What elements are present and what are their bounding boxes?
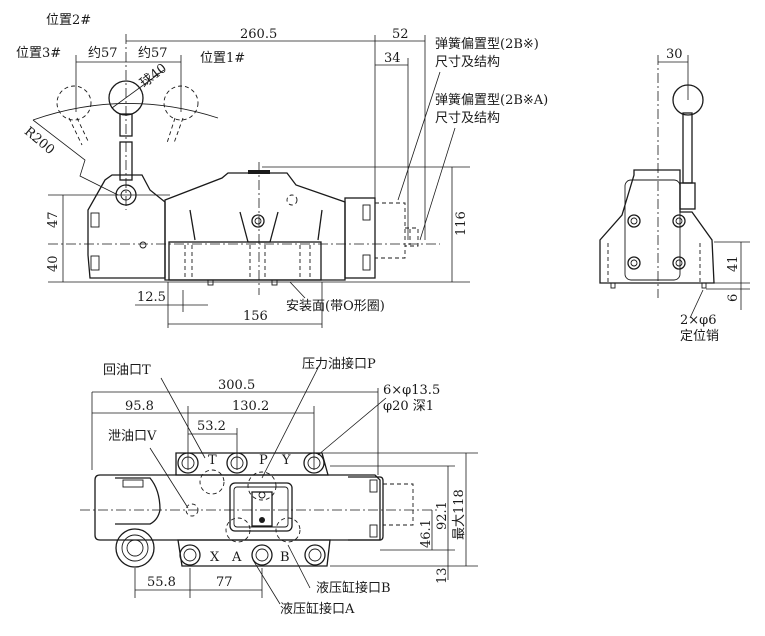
mounting-block <box>168 241 322 281</box>
label-drain-port: 泄油口V <box>108 429 157 444</box>
dim-mount-width: 156 <box>243 309 268 324</box>
port-letter-y: Y <box>282 453 291 468</box>
label-position-1: 位置1# <box>200 51 246 66</box>
side-lever-shaft <box>682 112 693 184</box>
dim-lever-left: 约57 <box>88 46 118 61</box>
port-letter-a: A <box>232 550 242 565</box>
port-hole-bottom-left <box>179 544 201 566</box>
label-position-3: 位置3# <box>16 46 62 61</box>
port-letter-b: B <box>280 550 290 565</box>
side-lever-ball <box>672 84 704 116</box>
side-body <box>599 169 715 284</box>
port-letter-t: T <box>208 453 217 468</box>
top-view <box>80 367 478 605</box>
center-window <box>229 482 293 532</box>
port-hole-bottom-right <box>304 544 326 566</box>
port-letter-p: P <box>259 453 268 468</box>
dim-lever-right: 约57 <box>138 46 168 61</box>
label-cylinder-port-b: 液压缸接口B <box>316 581 391 596</box>
label-spring-offset-2ba: 弹簧偏置型(2B※A) <box>435 93 549 108</box>
dim-bottom-left: 55.8 <box>147 575 176 590</box>
port-hole-bottom-center <box>251 544 273 566</box>
dim-offset-13: 13 <box>435 567 450 584</box>
label-mounting-surface: 安装面(带O形圈) <box>286 299 385 314</box>
dim-offset-left: 12.5 <box>137 290 166 305</box>
center-screw <box>251 214 265 228</box>
dim-lever-to-end: 260.5 <box>240 27 278 42</box>
top-flange <box>175 452 329 476</box>
dim-hole-pitch: 53.2 <box>197 419 226 434</box>
label-locating-pin: 2×φ6 <box>680 313 717 328</box>
right-housing <box>344 197 376 279</box>
dim-height-lower: 40 <box>46 255 61 272</box>
dim-height-upper: 47 <box>46 211 61 228</box>
lever-knob-top <box>115 528 155 568</box>
dim-spring-2ba: 34 <box>384 51 401 66</box>
label-holes: 6×φ13.5 <box>383 383 441 398</box>
dim-bottom-pitch: 77 <box>216 575 233 590</box>
dim-height-max: 最大118 <box>452 489 467 540</box>
position-3-ball <box>56 85 92 121</box>
dim-height-46: 46.1 <box>419 519 434 548</box>
dim-height-92: 92.1 <box>435 501 450 530</box>
dim-lever-offset: 30 <box>666 47 683 62</box>
label-return-port: 回油口T <box>103 363 151 378</box>
label-holes-sub: φ20 深1 <box>383 399 435 414</box>
label-pressure-port: 压力油接口P <box>302 357 376 372</box>
label-cylinder-port-a: 液压缸接口A <box>280 602 355 617</box>
dim-hole-span: 130.2 <box>232 399 270 414</box>
front-view <box>32 34 470 328</box>
port-letter-x: X <box>210 550 220 565</box>
dim-base-height: 41 <box>726 255 741 272</box>
label-spring-offset-2b-sub: 尺寸及结构 <box>435 55 501 70</box>
label-locating-pin-sub: 定位销 <box>680 329 720 344</box>
side-view <box>599 55 750 319</box>
label-position-2: 位置2# <box>46 13 92 28</box>
dim-height-total: 116 <box>454 211 469 236</box>
label-spring-offset-2ba-sub: 尺寸及结构 <box>435 111 501 126</box>
dim-pin-height: 6 <box>726 293 741 302</box>
dim-left-to-first-hole: 95.8 <box>125 399 154 414</box>
dim-spring-2b: 52 <box>392 27 409 42</box>
top-main-body <box>94 474 381 541</box>
dim-overall-length: 300.5 <box>218 378 256 393</box>
label-spring-offset-2b: 弹簧偏置型(2B※) <box>435 37 539 52</box>
